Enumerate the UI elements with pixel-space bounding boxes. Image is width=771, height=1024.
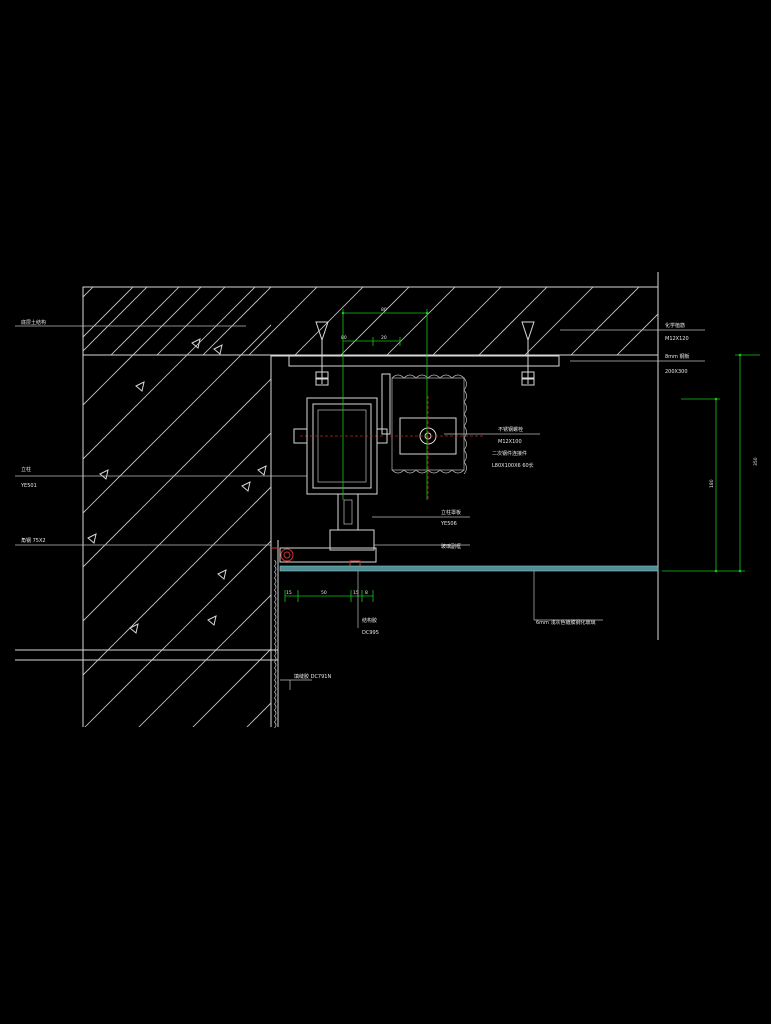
slab-hatch-line	[340, 287, 410, 355]
slab-hatch-line	[248, 287, 318, 355]
aggregate-triangle	[213, 344, 223, 355]
slab-hatch-line	[156, 287, 226, 355]
label-weather-seal: 填缝胶 DC791N	[294, 673, 331, 680]
column-hatch-line	[83, 287, 148, 352]
slab-hatch-line	[432, 287, 502, 355]
label-bolt: 不锈钢螺栓	[498, 426, 523, 433]
chemical-anchor-left	[315, 321, 329, 386]
dim-top-right: 20	[381, 335, 387, 341]
dimension-ticks	[341, 311, 742, 573]
column-hatch-line	[83, 486, 271, 676]
slab-hatch-line	[750, 280, 771, 360]
slab-hatch-line	[570, 287, 640, 355]
aggregate-triangle	[257, 465, 267, 476]
column-hatch-line	[83, 378, 271, 568]
label-column-cover: 立柱罩板	[441, 509, 461, 516]
aggregate-triangle	[241, 481, 251, 492]
dim-bottom-c: 15	[353, 590, 359, 596]
concrete-column	[82, 287, 272, 727]
dim-top-left: 80	[341, 335, 347, 341]
slab-hatch-line	[202, 287, 272, 355]
label-column: 立柱	[21, 466, 31, 473]
slab-hatch-line	[294, 287, 364, 355]
label-sealant: 结构胶	[362, 617, 377, 624]
aggregate-triangle	[99, 469, 109, 480]
label-top-left-note: 底层土结构	[21, 319, 46, 326]
column-hatch-line	[83, 287, 94, 298]
label-sealant-code: DC995	[362, 630, 379, 636]
label-steel-plate: 8mm 钢板	[665, 353, 690, 360]
dim-top-overall: 80	[381, 307, 387, 313]
label-bracket: 二次钢件连接件	[492, 450, 527, 457]
column-hatch-line	[83, 287, 256, 460]
slab-hatch-line	[83, 287, 134, 338]
aggregate-triangle	[217, 569, 227, 580]
angle-bracket	[381, 373, 484, 500]
slab-hatch-line	[658, 280, 738, 360]
dim-right-inner: 180	[709, 479, 715, 488]
aggregate-triangle	[87, 533, 97, 544]
upper-slab	[82, 280, 771, 360]
column-hatch-line	[138, 594, 271, 727]
dim-bottom-b: 50	[321, 590, 327, 596]
leader-lines	[15, 325, 705, 690]
label-column-cover-code: YE506	[440, 521, 457, 527]
slab-hatch-line	[524, 287, 594, 355]
aggregate-triangle	[135, 381, 145, 392]
slab-hatch-line	[386, 287, 456, 355]
label-bracket-spec: L80X100X6 60长	[492, 462, 534, 469]
embedded-steel-plate	[271, 355, 560, 367]
label-angle: 角钢 75X2	[21, 537, 46, 544]
label-column-code: YE501	[20, 483, 37, 489]
slab-hatch-line	[110, 287, 180, 355]
dim-bottom-a: 15	[286, 590, 292, 596]
aggregate-triangle	[191, 338, 201, 349]
glass-subframe	[270, 540, 377, 729]
column-hatch-line	[83, 432, 271, 622]
column-hatch-line	[83, 324, 271, 514]
aggregate-triangle	[207, 615, 217, 626]
label-glass-frame: 玻璃副框	[441, 543, 461, 550]
slab-hatch-line	[616, 313, 658, 355]
aluminum-mullion	[293, 397, 388, 551]
label-steel-plate-spec: 200X300	[665, 369, 688, 375]
dimension-lines	[284, 309, 760, 602]
label-glass: 6mm 浅灰色镀膜钢化玻璃	[536, 619, 596, 626]
glass-pane	[279, 565, 659, 572]
aggregate-triangle	[129, 623, 139, 634]
floor-lines	[15, 649, 278, 661]
column-hatch-line	[83, 287, 202, 406]
dim-right-outer: 350	[753, 457, 759, 466]
label-chemical-anchor: 化学植筋	[665, 322, 685, 329]
slab-hatch-line	[704, 280, 771, 360]
column-hatch-line	[84, 540, 271, 727]
column-hatch-line	[192, 648, 271, 727]
label-chemical-anchor-spec: M12X120	[665, 336, 689, 342]
slab-hatch-line	[478, 287, 548, 355]
chemical-anchor-right	[521, 321, 535, 386]
column-hatch-line	[246, 702, 271, 727]
dim-bottom-d: 8	[365, 590, 368, 596]
label-bolt-spec: M12X100	[498, 439, 522, 445]
